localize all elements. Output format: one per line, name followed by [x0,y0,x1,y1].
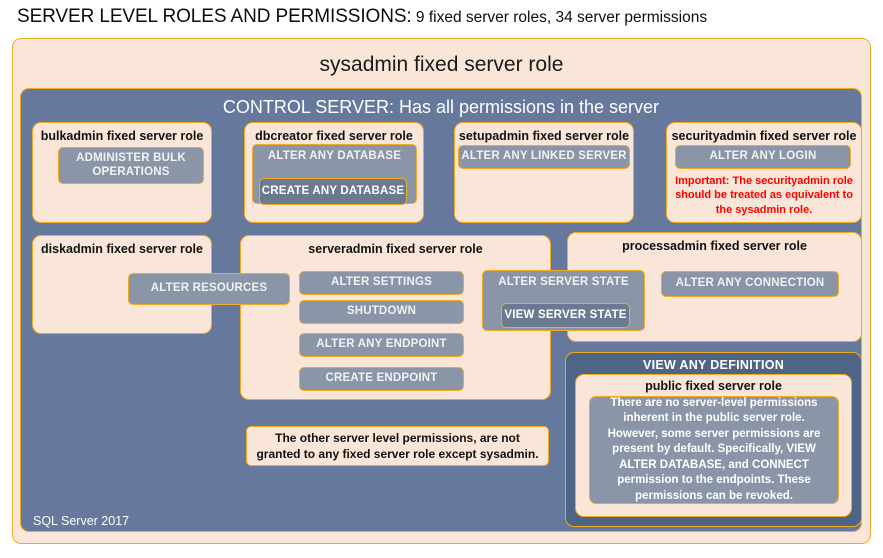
other-permissions-note: The other server level permissions, are … [246,426,549,466]
permission-label: VIEW SERVER STATE [504,308,627,321]
permission-label: SHUTDOWN [346,305,417,318]
permission-label: ALTER ANY LOGIN [709,150,817,163]
sysadmin-role-label: sysadmin fixed server role [319,53,564,76]
page-title: SERVER LEVEL ROLES AND PERMISSIONS: 9 fi… [17,6,707,28]
permission-create-endpoint[interactable]: CREATE ENDPOINT [299,367,464,391]
permission-label: CREATE ENDPOINT [325,372,438,385]
permission-alter-any-connection[interactable]: ALTER ANY CONNECTION [661,271,839,297]
role-box-setupadmin: setupadmin fixed server role [454,122,634,223]
public-role-label: public fixed server role [645,379,782,393]
permission-label: CREATE ANY DATABASE [261,184,405,197]
permission-administer-bulk-operations[interactable]: ADMINISTER BULK OPERATIONS [58,147,204,184]
securityadmin-role-label: securityadmin fixed server role [671,129,857,143]
footer-version-label: SQL Server 2017 [33,514,130,528]
permission-label: ALTER ANY LINKED SERVER [461,150,627,163]
permission-alter-any-linked-server[interactable]: ALTER ANY LINKED SERVER [458,145,630,169]
securityadmin-warning-text: Important: The securityadmin role should… [675,175,853,216]
permission-label: ALTER SETTINGS [331,276,432,289]
permission-alter-any-endpoint[interactable]: ALTER ANY ENDPOINT [299,333,464,357]
page-title-sub: 9 fixed server roles, 34 server permissi… [411,9,708,26]
view-any-definition-label: VIEW ANY DEFINITION [642,358,785,372]
public-role-description: There are no server-level permissions in… [589,396,839,504]
permission-label: ALTER RESOURCES [150,282,268,295]
permission-label: ALTER SERVER STATE [498,276,629,288]
diskadmin-role-label: diskadmin fixed server role [41,242,203,256]
serveradmin-role-label: serveradmin fixed server role [308,242,483,256]
permission-alter-settings[interactable]: ALTER SETTINGS [299,271,464,295]
permission-view-server-state[interactable]: VIEW SERVER STATE [501,303,630,328]
dbcreator-role-label: dbcreator fixed server role [255,129,413,143]
permission-label: ALTER ANY CONNECTION [675,277,825,290]
permission-label: ALTER ANY ENDPOINT [316,338,447,351]
permission-alter-resources[interactable]: ALTER RESOURCES [128,273,290,305]
permission-label: ALTER ANY DATABASE [267,150,402,162]
control-server-label: CONTROL SERVER: Has all permissions in t… [222,97,660,117]
setupadmin-role-label: setupadmin fixed server role [458,129,630,143]
role-box-securityadmin: securityadmin fixed server role [666,122,862,223]
permission-shutdown[interactable]: SHUTDOWN [299,300,464,324]
role-box-diskadmin: diskadmin fixed server role [32,235,212,334]
permission-create-any-database[interactable]: CREATE ANY DATABASE [259,178,407,205]
permission-alter-any-login[interactable]: ALTER ANY LOGIN [675,145,851,169]
processadmin-role-label: processadmin fixed server role [622,239,807,253]
permission-label: ADMINISTER BULK OPERATIONS [76,152,186,178]
page-title-main: SERVER LEVEL ROLES AND PERMISSIONS: [17,6,412,27]
bulkadmin-role-label: bulkadmin fixed server role [40,129,204,143]
